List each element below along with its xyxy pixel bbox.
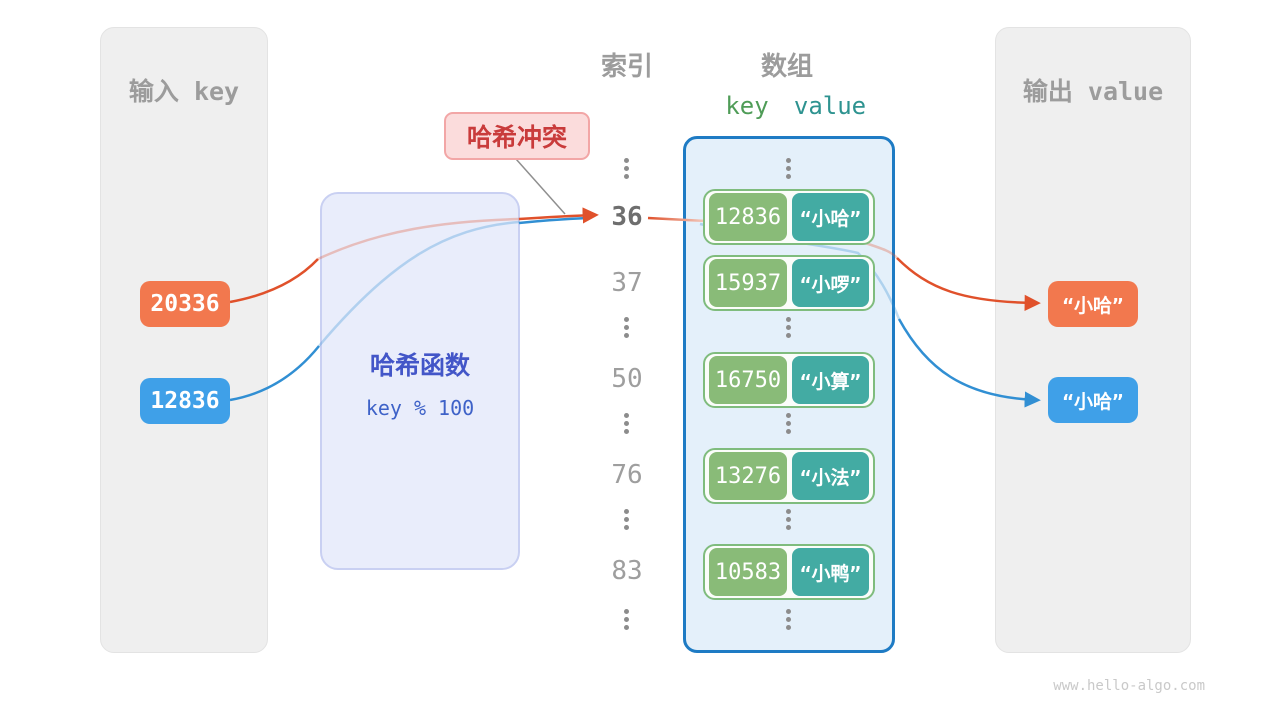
- output-panel: 输出 value: [995, 27, 1191, 653]
- row-value: “小法”: [792, 452, 869, 500]
- key-header: key: [725, 92, 769, 120]
- index-83: 83: [611, 556, 643, 586]
- site-url: www.hello-algo.com: [1053, 678, 1205, 694]
- row-value: “小鸭”: [792, 548, 869, 596]
- vertical-ellipsis-icon: [786, 325, 791, 330]
- index-column-title: 索引: [600, 52, 653, 82]
- value-header: value: [793, 92, 867, 120]
- row-value: “小啰”: [792, 259, 869, 307]
- array-row: 10583 “小鸭”: [703, 544, 875, 600]
- array-row: 15937 “小啰”: [703, 255, 875, 311]
- hash-function-box: 哈希函数 key % 100: [320, 192, 520, 570]
- vertical-ellipsis-icon: [786, 617, 791, 622]
- vertical-ellipsis-icon: [624, 325, 629, 330]
- row-value: “小哈”: [792, 193, 869, 241]
- output-value-2: “小哈”: [1048, 377, 1138, 423]
- vertical-ellipsis-icon: [624, 421, 629, 426]
- row-value: “小算”: [792, 356, 869, 404]
- index-37: 37: [611, 268, 643, 298]
- vertical-ellipsis-icon: [624, 517, 629, 522]
- index-76: 76: [611, 460, 643, 490]
- row-key: 16750: [709, 356, 787, 404]
- hash-function-formula: key % 100: [365, 396, 475, 420]
- index-36: 36: [611, 202, 643, 232]
- array-column-title: 数组: [760, 52, 813, 82]
- row-key: 12836: [709, 193, 787, 241]
- vertical-ellipsis-icon: [624, 617, 629, 622]
- row-key: 13276: [709, 452, 787, 500]
- arrow-hash-to-index-orange: [518, 207, 599, 224]
- array-row: 13276 “小法”: [703, 448, 875, 504]
- output-value-1: “小哈”: [1048, 281, 1138, 327]
- row-key: 10583: [709, 548, 787, 596]
- array-row: 16750 “小算”: [703, 352, 875, 408]
- row-key: 15937: [709, 259, 787, 307]
- input-panel-title: 输入 key: [128, 77, 240, 106]
- input-key-12836: 12836: [140, 378, 230, 424]
- hash-function-title: 哈希函数: [369, 351, 470, 380]
- arrow-hash-to-index-blue: [518, 216, 589, 225]
- output-panel-title: 输出 value: [1022, 77, 1164, 106]
- vertical-ellipsis-icon: [786, 421, 791, 426]
- collision-pointer-line: [515, 158, 566, 215]
- input-key-20336: 20336: [140, 281, 230, 327]
- index-50: 50: [611, 364, 643, 394]
- input-panel: 输入 key: [100, 27, 268, 653]
- vertical-ellipsis-icon: [786, 517, 791, 522]
- vertical-ellipsis-icon: [624, 166, 629, 171]
- array-row: 12836 “小哈”: [703, 189, 875, 245]
- hash-collision-label: 哈希冲突: [444, 112, 590, 160]
- vertical-ellipsis-icon: [786, 166, 791, 171]
